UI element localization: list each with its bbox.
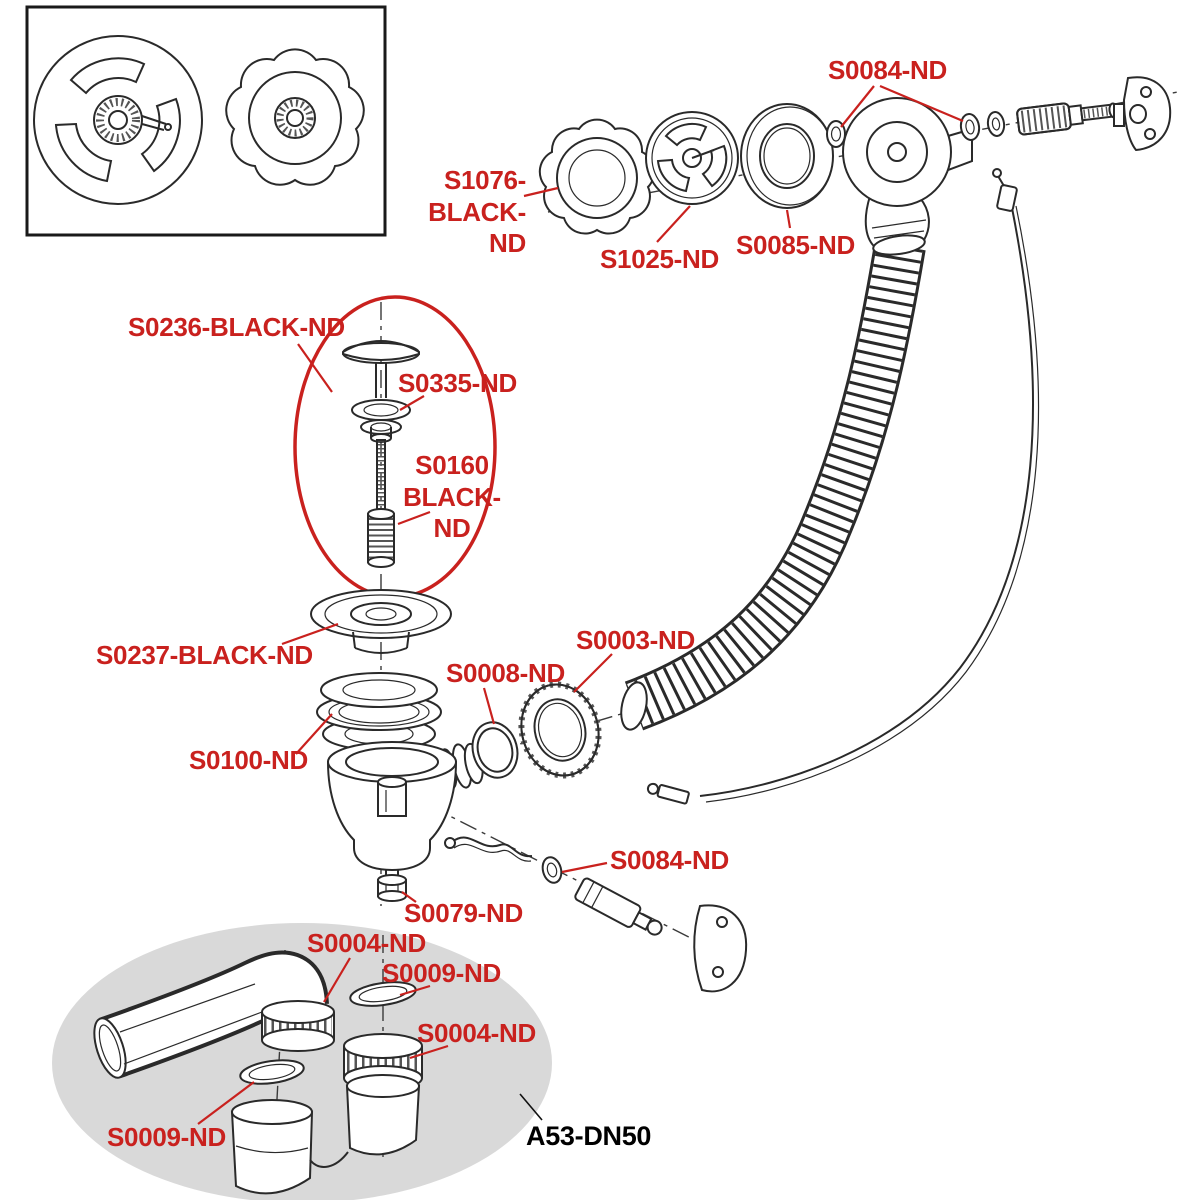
part-label-s0237: S0237-BLACK-ND — [96, 640, 313, 670]
overflow-body — [842, 97, 973, 256]
trap-assembly — [93, 950, 423, 1195]
gasket-s0084-top — [826, 120, 846, 148]
leader-s0008 — [482, 687, 496, 725]
part-label-s0335: S0335-ND — [398, 368, 517, 398]
part-label-s0100: S0100-ND — [189, 745, 308, 775]
leader-s0009-a — [399, 984, 431, 997]
leader-s0004-b — [409, 1044, 449, 1060]
part-label-s0003: S0003-ND — [576, 625, 695, 655]
leader-s0084-top-b — [879, 84, 964, 123]
leader-model — [519, 1093, 543, 1121]
leader-s1076 — [523, 186, 559, 198]
leader-s0084-mid — [561, 861, 608, 874]
leader-s0004-a — [323, 957, 351, 1003]
part-label-s0004-a: S0004-ND — [307, 928, 426, 958]
ring-s0009-left — [239, 1059, 305, 1085]
drain-tee-body — [326, 741, 484, 902]
part-label-s1076: S1076- BLACK-ND — [428, 165, 526, 259]
nut-s0003 — [518, 681, 602, 779]
mounting-bracket-bottom — [693, 904, 748, 993]
leader-s0237 — [281, 622, 339, 646]
elbow-pipe — [93, 950, 329, 1079]
gasket-s0084-mid — [541, 856, 563, 884]
leader-s0085 — [785, 209, 792, 229]
ring-s0008 — [471, 721, 519, 779]
leader-s0084-top-a — [840, 85, 875, 128]
plug-s0160 — [367, 508, 395, 568]
mounting-bracket-top — [1113, 76, 1172, 152]
leader-s0003 — [573, 653, 613, 693]
bowden-cable — [646, 168, 1040, 805]
union-nut-s0004-left — [261, 1000, 335, 1052]
rotor-disc-s1025 — [645, 111, 739, 205]
washer-s0335 — [351, 399, 411, 443]
part-label-s0236: S0236-BLACK-ND — [128, 312, 345, 342]
trap-body — [230, 1074, 421, 1195]
corrugated-hose — [620, 241, 926, 731]
inset-detail-box — [25, 5, 387, 237]
part-label-s0084-mid: S0084-ND — [610, 845, 729, 875]
leader-s0079 — [401, 891, 417, 903]
washers-s0084-right — [959, 111, 1006, 141]
overflow-ring-s0085 — [740, 103, 834, 209]
part-label-s0008: S0008-ND — [446, 658, 565, 688]
gasket-stack-s0100 — [316, 672, 442, 751]
part-label-s1025: S1025-ND — [600, 244, 719, 274]
part-label-s0160: S0160 BLACK-ND — [403, 450, 501, 544]
part-label-s0079: S0079-ND — [404, 898, 523, 928]
inset-rotor-wheel — [33, 35, 203, 205]
part-label-s0084-top: S0084-ND — [828, 55, 947, 85]
leader-s0009-b — [197, 1081, 255, 1125]
waste-cylinder — [574, 877, 663, 936]
overflow-knob-s1076 — [538, 118, 656, 235]
inset-knob — [225, 48, 365, 186]
leader-s0335 — [399, 395, 425, 411]
overflow-screw-assembly — [1016, 102, 1119, 136]
part-label-s0009-a: S0009-ND — [382, 958, 501, 988]
leader-s0236 — [297, 343, 333, 393]
part-label-s0009-b: S0009-ND — [107, 1122, 226, 1152]
cable-end-fitting — [646, 782, 690, 805]
part-label-s0085: S0085-ND — [736, 230, 855, 260]
nut-s0079 — [377, 870, 407, 902]
plug-assembly — [342, 340, 420, 568]
cable-top-fitting — [996, 184, 1018, 212]
leader-s0160 — [397, 510, 431, 526]
leader-lines — [197, 84, 964, 1125]
part-label-s0004-b: S0004-ND — [417, 1018, 536, 1048]
leader-s1025 — [656, 205, 691, 243]
ring-s0009-right — [349, 981, 417, 1007]
leader-s0100 — [295, 713, 333, 755]
model-label: A53-DN50 — [526, 1121, 652, 1151]
drain-flange-s0237 — [310, 589, 452, 654]
lever-linkage — [444, 836, 748, 993]
